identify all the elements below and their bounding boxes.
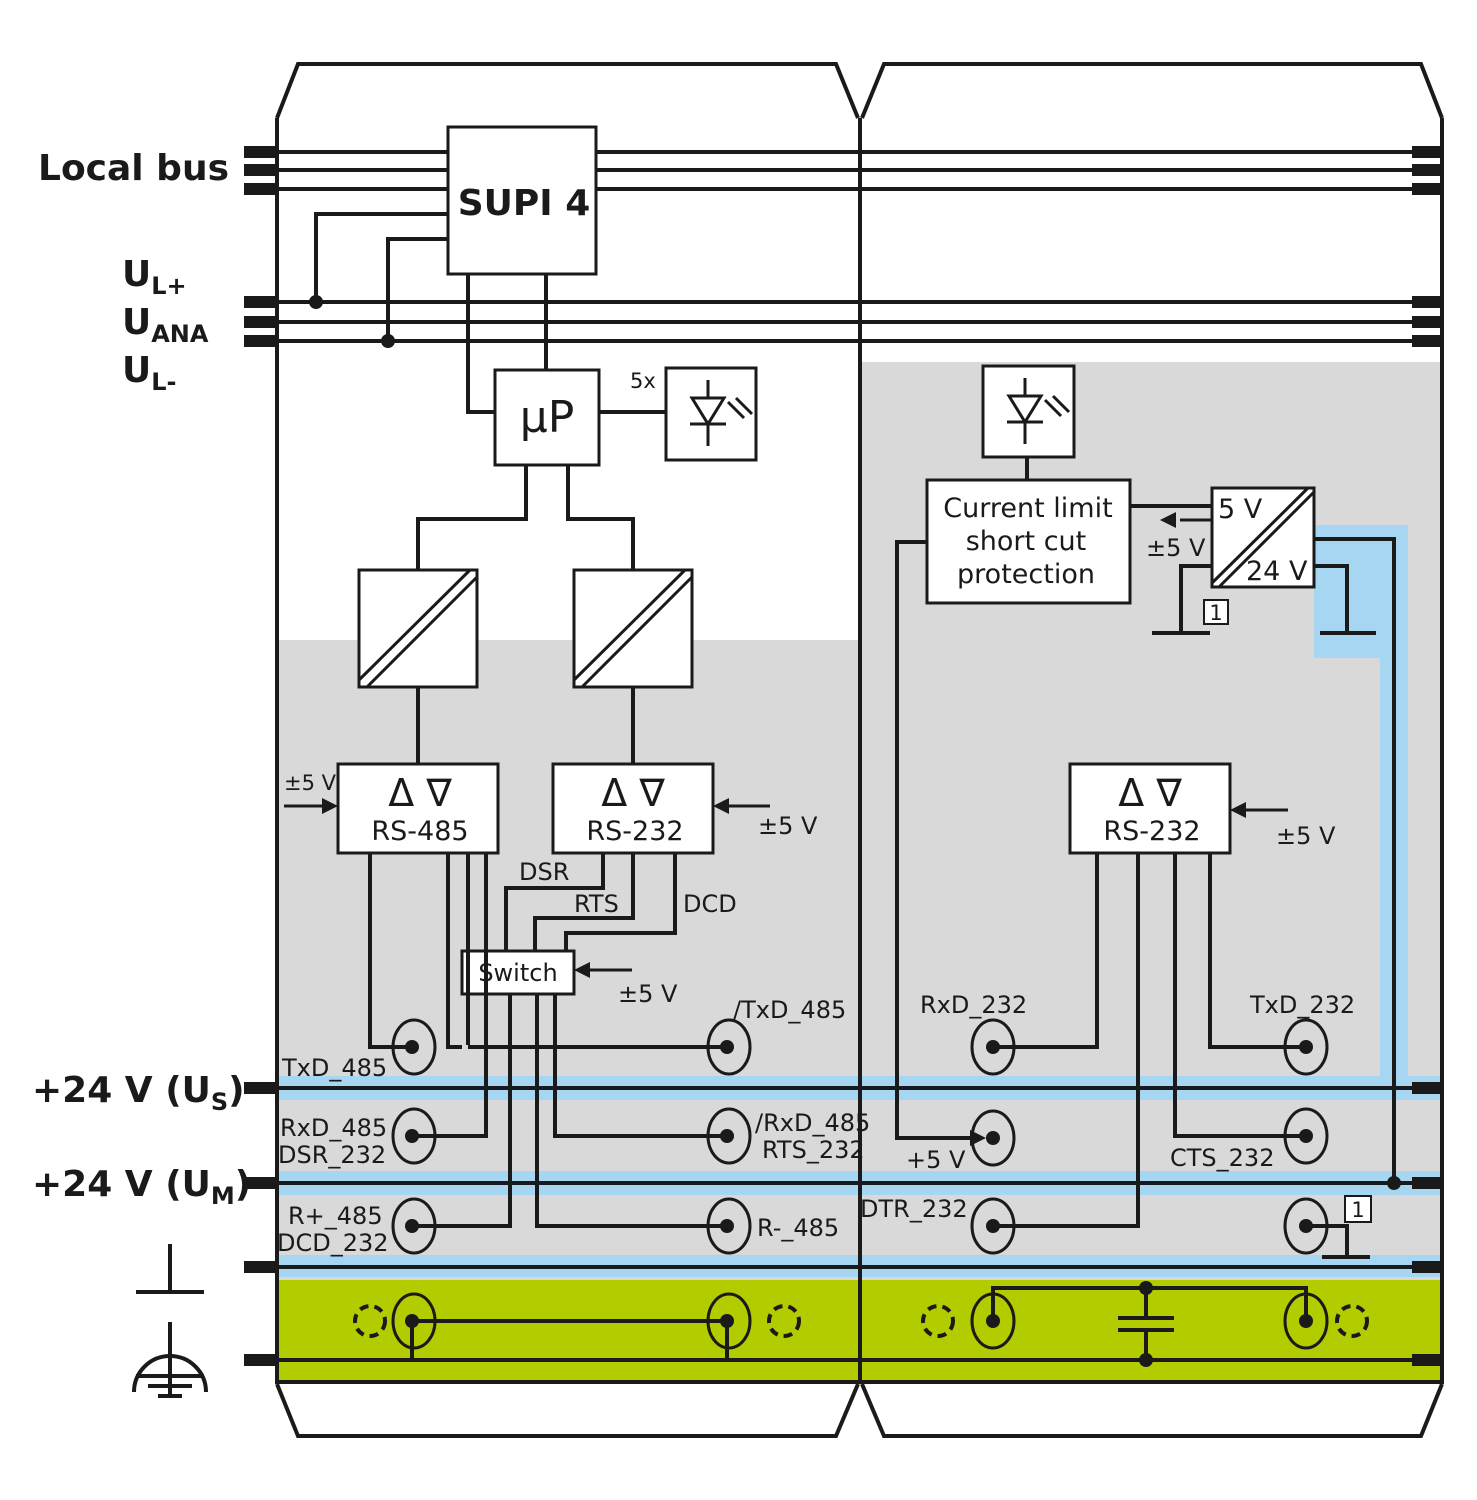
svg-text:Δ ∇: Δ ∇: [1118, 771, 1182, 815]
switch-block: Switch: [460, 949, 576, 996]
svg-text:RxD_485: RxD_485: [280, 1114, 387, 1142]
rs232-left-supply: ±5 V: [758, 812, 818, 840]
label-us: +24 V (US): [32, 1070, 245, 1116]
label-dsr: DSR: [519, 858, 569, 886]
svg-text:protection: protection: [957, 559, 1095, 590]
svg-text:short cut: short cut: [966, 526, 1087, 557]
up-to-converters-wires: [416, 465, 635, 570]
ground-icon: [136, 1244, 204, 1294]
shield-zone-right: [921, 1281, 1369, 1367]
bus-rails: [244, 150, 1442, 1362]
svg-text:24 V: 24 V: [1246, 556, 1308, 587]
up-block: µP: [493, 368, 601, 467]
led-right-icon: [981, 364, 1076, 459]
left-rail-labels: Local bus UL+ UANA UL- +24 V (US) +24 V …: [32, 148, 251, 1398]
right-module-wiring: 1: [993, 853, 1372, 1259]
terminal-rplus485: [391, 1197, 437, 1255]
svg-text:Δ ∇: Δ ∇: [388, 771, 452, 815]
svg-text:R-_485: R-_485: [757, 1214, 839, 1242]
svg-text:SUPI 4: SUPI 4: [458, 183, 591, 224]
svg-text:µP: µP: [520, 392, 575, 443]
left-terminal-labels: TxD_485 /TxD_485 RxD_485 DSR_232 /RxD_48…: [277, 996, 870, 1257]
svg-text:R+_485: R+_485: [288, 1202, 383, 1230]
terminal-plus5v: [970, 1109, 1016, 1167]
housing-outline: [275, 62, 1444, 1438]
terminal-cts232: [1283, 1107, 1329, 1165]
isolator-left: [357, 568, 479, 689]
svg-text:5 V: 5 V: [1218, 494, 1263, 525]
terminal-rminus485: [706, 1197, 752, 1255]
rs232-right-supply-arrow: [1230, 802, 1246, 818]
svg-text:RS-485: RS-485: [371, 816, 468, 847]
supi-supply-wires: [309, 212, 448, 348]
converter-grounds: 1: [1152, 537, 1401, 1190]
switch-supply-arrow: [574, 962, 590, 978]
svg-text:Δ ∇: Δ ∇: [601, 771, 665, 815]
terminal-dtr232: [970, 1197, 1016, 1255]
svg-text:TxD_232: TxD_232: [1249, 991, 1355, 1019]
rs232-left-supply-arrow: [713, 798, 729, 814]
svg-text:RS-232: RS-232: [586, 816, 683, 847]
svg-text:TxD_485: TxD_485: [281, 1054, 387, 1082]
svg-text:DCD_232: DCD_232: [277, 1229, 389, 1257]
svg-text:1: 1: [1351, 1198, 1364, 1222]
supi-block: SUPI 4: [446, 125, 598, 276]
right-terminal-labels: RxD_232 TxD_232 CTS_232 DTR_232: [860, 991, 1355, 1223]
terminal-rxd485: [391, 1107, 437, 1165]
label-ul-plus: UL+: [122, 254, 187, 300]
rs485-supply-arrow: [322, 798, 338, 814]
isolator-right: [572, 568, 694, 689]
rs232-right-supply: ±5 V: [1276, 822, 1336, 850]
conv-supply-arrow: [1160, 512, 1176, 528]
label-dcd: DCD: [683, 890, 737, 918]
label-plus5v: +5 V: [906, 1146, 966, 1174]
svg-text:/RxD_485: /RxD_485: [755, 1109, 870, 1137]
terminal-ntxd485: [706, 1018, 752, 1076]
svg-text:RxD_232: RxD_232: [920, 991, 1027, 1019]
label-uana: UANA: [122, 302, 209, 348]
svg-text:CTS_232: CTS_232: [1170, 1144, 1274, 1172]
left-terminals: [391, 1018, 752, 1255]
terminal-nrxd485: [706, 1107, 752, 1165]
rs232-left-block: Δ ∇ RS-232: [551, 762, 715, 855]
label-ul-minus: UL-: [122, 350, 177, 396]
dcdc-converter: 5 V 24 V: [1210, 486, 1316, 589]
svg-text:RS-232: RS-232: [1103, 816, 1200, 847]
terminal-txd485: [391, 1018, 437, 1076]
label-um: +24 V (UM): [32, 1164, 251, 1210]
svg-text:DSR_232: DSR_232: [278, 1141, 386, 1169]
supi-to-up-wires: [466, 274, 548, 414]
svg-text:1: 1: [1209, 601, 1222, 625]
right-terminals: [970, 1018, 1329, 1255]
terminal-txd232: [1283, 1018, 1329, 1076]
svg-text:/TxD_485: /TxD_485: [733, 996, 846, 1024]
label-rts: RTS: [574, 890, 619, 918]
svg-text:Switch: Switch: [478, 959, 557, 987]
rs485-supply: ±5 V: [284, 771, 337, 795]
svg-text:DTR_232: DTR_232: [860, 1195, 968, 1223]
terminal-gnd-right: [1283, 1197, 1329, 1255]
rs232-right-block: Δ ∇ RS-232: [1068, 762, 1232, 855]
left-module-wiring: [368, 853, 727, 1228]
protective-earth-icon: [132, 1322, 208, 1398]
wire-plus5v: [895, 540, 970, 1140]
shield-zone-left: [353, 1292, 801, 1360]
rs485-block: Δ ∇ RS-485: [336, 762, 500, 855]
led-icon: [664, 366, 758, 462]
led-count: 5x: [630, 369, 656, 393]
switch-supply: ±5 V: [618, 980, 678, 1008]
label-local-bus: Local bus: [38, 148, 229, 189]
svg-text:Current limit: Current limit: [943, 493, 1112, 524]
rail-terminals: [244, 146, 1444, 1366]
terminal-rxd232: [970, 1018, 1016, 1076]
current-limit-block: Current limit short cut protection: [925, 478, 1132, 605]
svg-text:RTS_232: RTS_232: [762, 1136, 865, 1164]
conv-supply: ±5 V: [1146, 534, 1206, 562]
